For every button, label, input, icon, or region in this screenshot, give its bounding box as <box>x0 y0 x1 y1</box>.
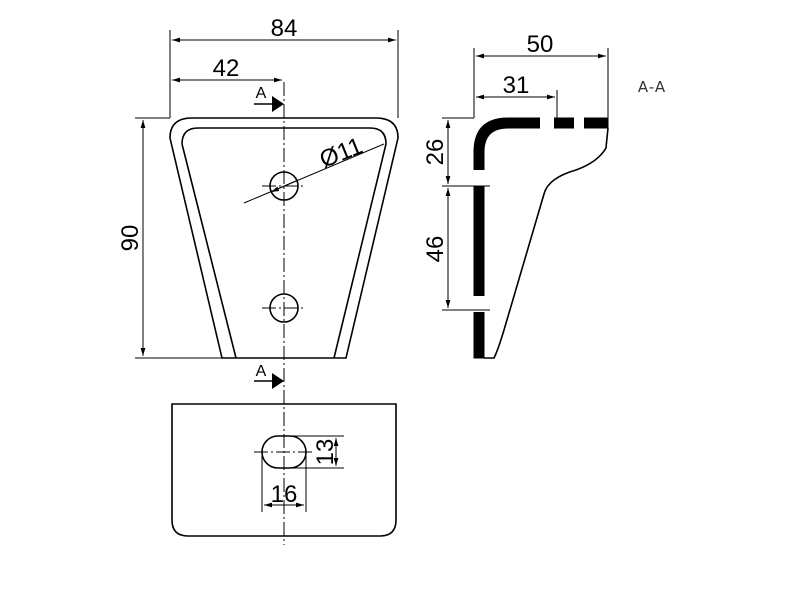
section-profile <box>473 117 609 359</box>
dim-slot-height: 13 <box>312 439 339 466</box>
dim-side-lower: 46 <box>422 236 449 263</box>
section-marker-bottom: A <box>256 363 267 380</box>
dim-side-inner: 31 <box>503 72 530 99</box>
front-outer-outline <box>169 117 399 359</box>
front-view: 84 42 90 Ø11 A A <box>117 15 399 545</box>
bottom-view: 13 16 <box>171 403 397 537</box>
dim-height: 90 <box>117 225 144 252</box>
section-title: A-A <box>638 78 666 96</box>
section-gap-4 <box>574 117 584 129</box>
section-gap-2 <box>473 296 485 312</box>
dim-overall-width: 84 <box>271 15 298 42</box>
dim-slot-width: 16 <box>271 481 298 508</box>
diameter-arrow <box>270 179 299 193</box>
section-view: 50 31 26 46 A-A <box>422 31 666 359</box>
dim-half-width: 42 <box>213 55 240 82</box>
gusset-outline <box>484 127 609 359</box>
section-gap-1 <box>473 170 485 186</box>
bottom-outline <box>171 403 397 537</box>
front-inner-outline <box>181 127 387 359</box>
diameter-leader <box>243 143 385 204</box>
section-arrow-top-icon <box>272 96 284 112</box>
section-marker-top: A <box>256 85 267 102</box>
dim-side-upper: 26 <box>422 139 449 166</box>
section-gap-3 <box>540 117 554 129</box>
dim-side-width: 50 <box>527 31 554 58</box>
section-arrow-bottom-icon <box>272 373 284 389</box>
dim-hole-diameter: Ø11 <box>316 132 367 173</box>
